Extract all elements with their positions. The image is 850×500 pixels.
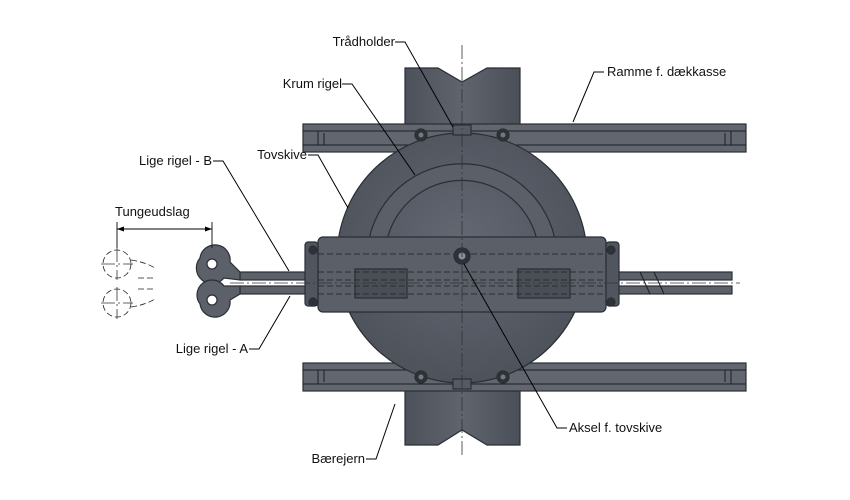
center-housing <box>304 236 620 313</box>
baerejern-bar <box>404 67 521 446</box>
label-aksel: Aksel f. tovskive <box>569 420 662 435</box>
eye-lugs <box>195 244 241 318</box>
label-tovskive: Tovskive <box>257 147 307 162</box>
label-tungeudslag: Tungeudslag <box>115 204 190 219</box>
label-lige-rigel-b: Lige rigel - B <box>139 153 212 168</box>
centerlines <box>230 45 740 455</box>
label-baerejern: Bærejern <box>312 451 365 466</box>
label-krum-rigel: Krum rigel <box>283 76 342 91</box>
ramme-bottom-frame <box>302 362 747 392</box>
label-tradholder: Trådholder <box>333 34 396 49</box>
leader-lines <box>213 41 604 460</box>
frame-bolts <box>414 128 510 384</box>
label-ramme: Ramme f. dækkasse <box>607 64 726 79</box>
tungeudslag-phantom <box>101 222 213 319</box>
ramme-top-frame <box>302 123 747 153</box>
label-lige-rigel-a: Lige rigel - A <box>176 341 249 356</box>
